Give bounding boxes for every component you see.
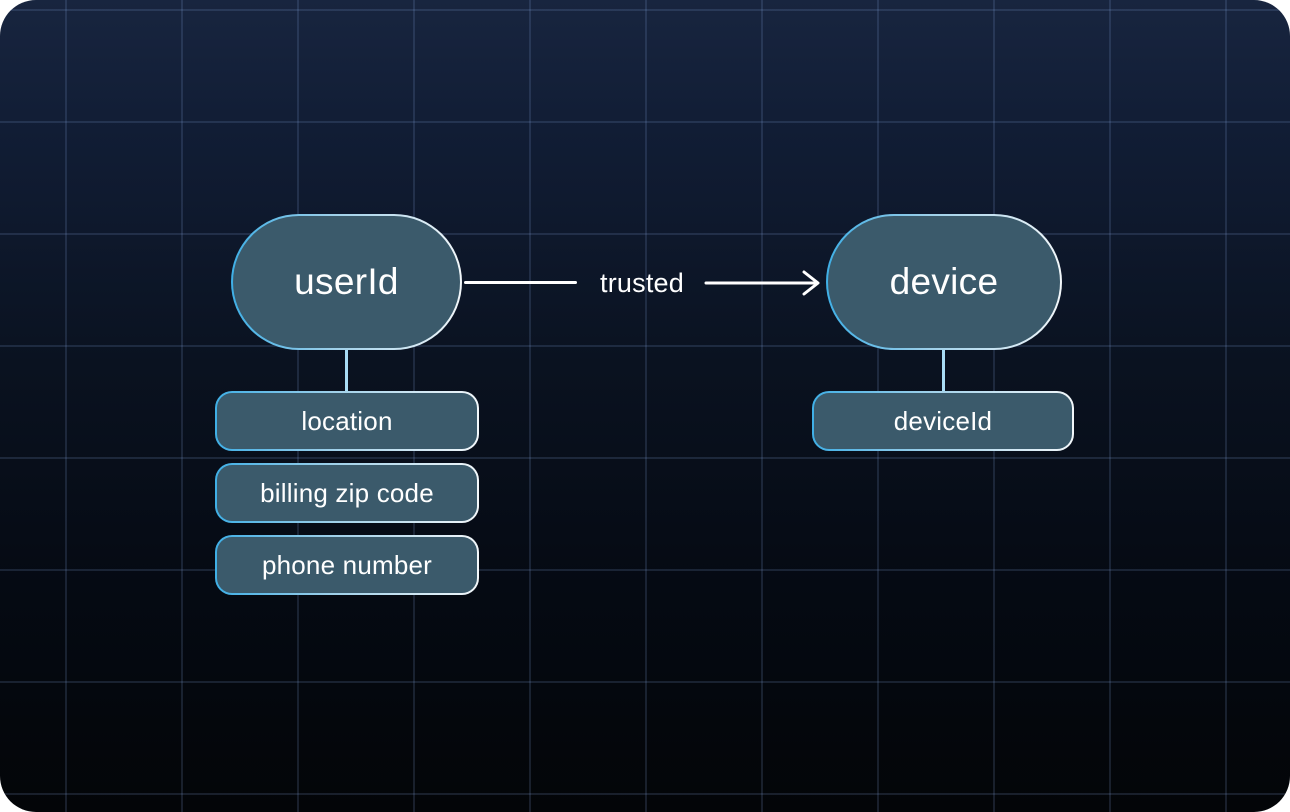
node-userid-label: userId	[294, 261, 399, 302]
attribute-billing-zip-code-label: billing zip code	[260, 477, 434, 508]
node-userid[interactable]: userId	[231, 214, 462, 350]
node-device-label: device	[889, 261, 999, 302]
attribute-location[interactable]: location	[215, 391, 479, 451]
edge-label-trusted: trusted	[600, 268, 684, 298]
edge-line-left	[464, 281, 577, 284]
node-device-body: device	[828, 216, 1060, 348]
attribute-location-body: location	[217, 393, 477, 449]
attribute-deviceid-body: deviceId	[814, 393, 1072, 449]
connector-userid-attributes	[345, 348, 348, 393]
edge-line-right-with-arrowhead-icon	[704, 270, 820, 296]
attribute-deviceid-label: deviceId	[893, 405, 993, 436]
attribute-phone-number-label: phone number	[261, 549, 433, 580]
attribute-phone-number[interactable]: phone number	[215, 535, 479, 595]
connector-device-attributes	[942, 348, 945, 393]
attribute-phone-number-body: phone number	[217, 537, 477, 593]
attribute-billing-zip-code-body: billing zip code	[217, 465, 477, 521]
attribute-billing-zip-code[interactable]: billing zip code	[215, 463, 479, 523]
node-device[interactable]: device	[826, 214, 1062, 350]
attribute-location-label: location	[301, 405, 393, 436]
attribute-deviceid[interactable]: deviceId	[812, 391, 1074, 451]
node-userid-body: userId	[233, 216, 460, 348]
